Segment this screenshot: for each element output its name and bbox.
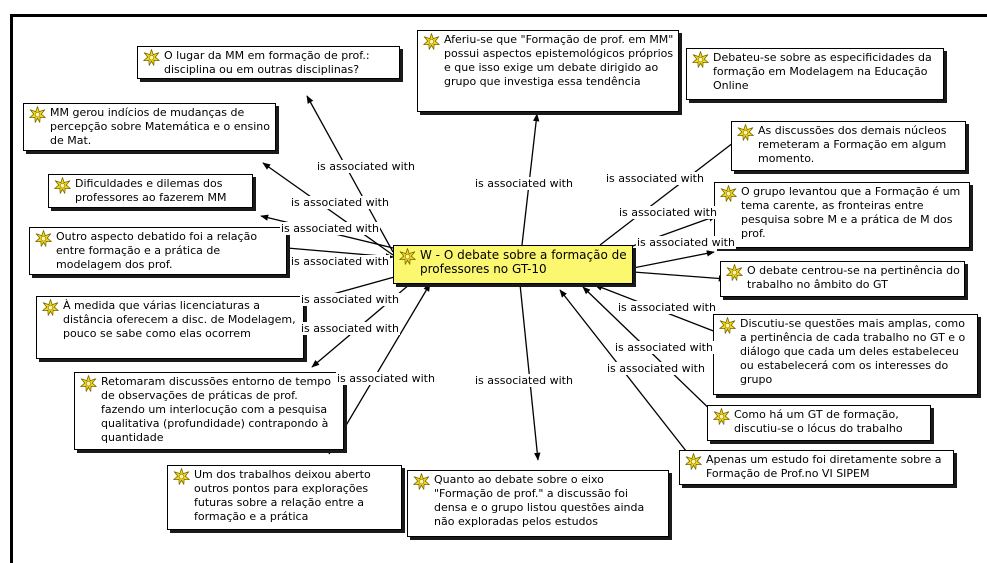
page-margin-left	[0, 14, 10, 563]
node-text: As discussões dos demais núcleos remeter…	[758, 124, 947, 165]
node-box[interactable]: MM gerou indícios de mudanças de percepç…	[23, 103, 276, 151]
connector-line	[262, 162, 394, 256]
node-box[interactable]: Dificuldades e dilemas dos professores a…	[48, 174, 253, 208]
edge-label: is associated with	[614, 341, 714, 354]
node-box[interactable]: Um dos trabalhos deixou aberto outros po…	[167, 465, 402, 530]
quotation-icon	[720, 185, 737, 202]
quotation-icon	[713, 408, 730, 425]
edge-label: is associated with	[280, 222, 380, 235]
node-text: Dificuldades e dilemas dos professores a…	[75, 177, 227, 204]
node-box[interactable]: Apenas um estudo foi diretamente sobre a…	[679, 450, 954, 485]
connector-line	[599, 135, 743, 246]
node-box[interactable]: Outro aspecto debatido foi a relação ent…	[29, 227, 287, 275]
node-box[interactable]: Debateu-se sobre as especificidades da f…	[686, 48, 944, 100]
node-text: Um dos trabalhos deixou aberto outros po…	[194, 468, 371, 523]
node-text: Debateu-se sobre as especificidades da f…	[713, 51, 932, 92]
quotation-icon	[173, 468, 190, 485]
quotation-icon	[726, 264, 743, 281]
quotation-icon	[143, 49, 160, 66]
quotation-icon	[399, 248, 416, 265]
node-text: O debate centrou-se na pertinência do tr…	[747, 264, 960, 291]
edge-label: is associated with	[474, 177, 574, 190]
canvas-border-left	[10, 14, 13, 563]
quotation-icon	[54, 177, 71, 194]
node-box[interactable]: Como há um GT de formação, discutiu-se o…	[707, 405, 931, 441]
center-node[interactable]: W - O debate sobre a formação de profess…	[393, 245, 633, 284]
node-text: O lugar da MM em formação de prof.: disc…	[164, 49, 370, 76]
node-box[interactable]: Aferiu-se que "Formação de prof. em MM" …	[417, 30, 679, 112]
quotation-icon	[685, 453, 702, 470]
edge-label: is associated with	[336, 372, 436, 385]
node-text: Como há um GT de formação, discutiu-se o…	[734, 408, 903, 435]
quotation-icon	[413, 473, 430, 490]
node-text: À medida que várias licenciaturas a dist…	[63, 299, 296, 340]
node-text: MM gerou indícios de mudanças de percepç…	[50, 106, 270, 147]
edge-label: is associated with	[617, 301, 717, 314]
center-node-text: W - O debate sobre a formação de profess…	[420, 248, 627, 276]
node-box[interactable]: O debate centrou-se na pertinência do tr…	[720, 261, 965, 297]
node-box[interactable]: O lugar da MM em formação de prof.: disc…	[137, 46, 400, 79]
node-box[interactable]: O grupo levantou que a Formação é um tem…	[714, 182, 970, 248]
connector-line	[328, 283, 431, 455]
quotation-icon	[719, 317, 736, 334]
edge-label: is associated with	[606, 362, 706, 375]
node-text: Aferiu-se que "Formação de prof. em MM" …	[444, 33, 674, 88]
node-text: Quanto ao debate sobre o eixo "Formação …	[434, 473, 645, 528]
node-text: Apenas um estudo foi diretamente sobre a…	[706, 453, 942, 480]
node-text: Outro aspecto debatido foi a relação ent…	[56, 230, 258, 271]
node-box[interactable]: Retomaram discussões entorno de tempo de…	[74, 372, 344, 450]
page-margin-top	[0, 0, 987, 14]
node-box[interactable]: À medida que várias licenciaturas a dist…	[36, 296, 304, 359]
edge-label: is associated with	[290, 196, 390, 209]
edge-label: is associated with	[474, 374, 574, 387]
node-text: O grupo levantou que a Formação é um tem…	[741, 185, 961, 240]
quotation-icon	[80, 375, 97, 392]
edge-label: is associated with	[300, 293, 400, 306]
connector-line	[618, 215, 717, 252]
edge-label: is associated with	[316, 160, 416, 173]
quotation-icon	[423, 33, 440, 50]
edge-label: is associated with	[300, 322, 400, 335]
quotation-icon	[29, 106, 46, 123]
quotation-icon	[35, 230, 52, 247]
edge-label: is associated with	[290, 255, 390, 268]
quotation-icon	[42, 299, 59, 316]
node-box[interactable]: Discutiu-se questões mais amplas, como a…	[713, 314, 978, 395]
canvas-border-top	[10, 14, 987, 17]
connector-line	[632, 271, 727, 282]
node-text: Retomaram discussões entorno de tempo de…	[101, 375, 331, 444]
connector-line	[632, 250, 715, 269]
edge-label: is associated with	[636, 236, 736, 249]
node-box[interactable]: As discussões dos demais núcleos remeter…	[731, 121, 966, 171]
quotation-icon	[692, 51, 709, 68]
quotation-icon	[737, 124, 754, 141]
edge-label: is associated with	[605, 172, 705, 185]
node-box[interactable]: Quanto ao debate sobre o eixo "Formação …	[407, 470, 669, 537]
edge-label: is associated with	[618, 206, 718, 219]
node-text: Discutiu-se questões mais amplas, como a…	[740, 317, 966, 386]
connector-line	[519, 283, 541, 461]
